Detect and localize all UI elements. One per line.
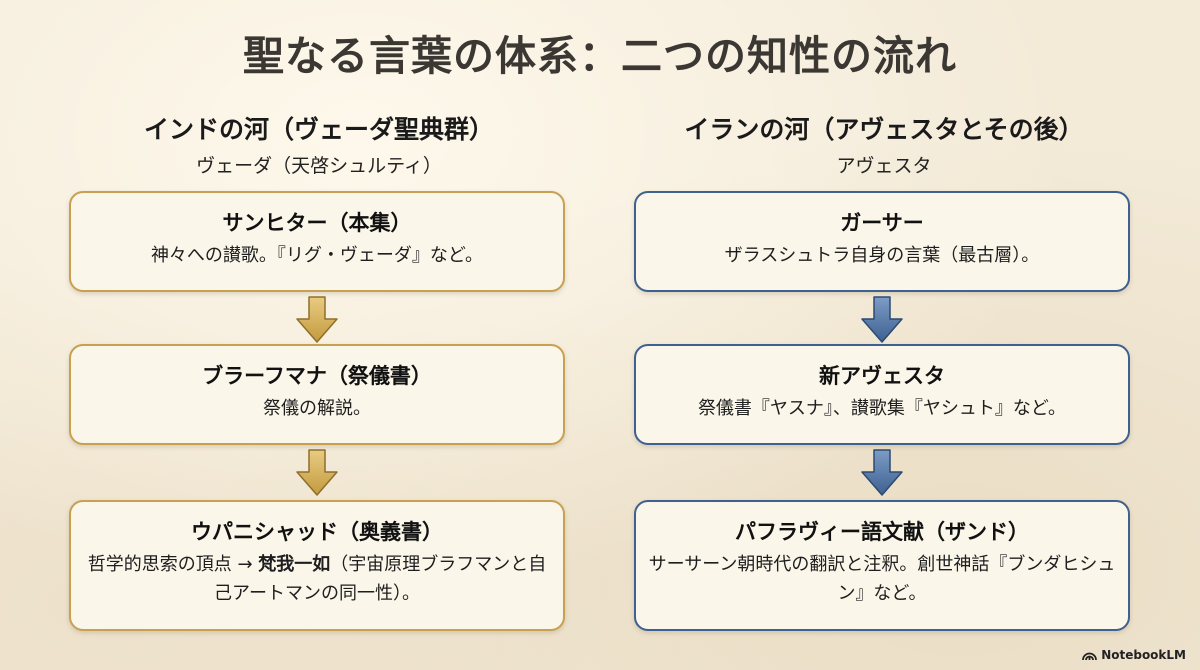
young-avesta-title: 新アヴェスタ	[819, 364, 945, 388]
arrow-down-icon	[861, 449, 903, 496]
brahmana-title: ブラーフマナ（祭儀書）	[202, 364, 432, 388]
upanishad-box: ウパニシャッド（奥義書） 哲学的思索の頂点 → 梵我一如（宇宙原理ブラフマンと自…	[69, 500, 565, 631]
arrow-down-icon	[296, 296, 338, 343]
india-heading: インドの河（ヴェーダ聖典群）	[143, 115, 494, 144]
samhita-box: サンヒター（本集） 神々への讃歌。『リグ・ヴェーダ』など。	[69, 191, 565, 292]
samhita-title: サンヒター（本集）	[222, 211, 412, 235]
iran-heading: イランの河（アヴェスタとその後）	[684, 115, 1084, 144]
gathas-title: ガーサー	[840, 211, 924, 235]
pahlavi-title: パフラヴィー語文献（ザンド）	[735, 520, 1029, 544]
brand-label: NotebookLM	[1101, 648, 1186, 662]
brahmana-text: 祭儀の解説。	[263, 398, 371, 419]
gathas-text: ザラスシュトラ自身の言葉（最古層）。	[724, 245, 1040, 266]
young-avesta-box: 新アヴェスタ 祭儀書『ヤスナ』、讃歌集『ヤシュト』など。	[634, 344, 1130, 445]
brahmana-box: ブラーフマナ（祭儀書） 祭儀の解説。	[69, 344, 565, 445]
pahlavi-text: サーサーン朝時代の翻訳と注釈。創世神話『ブンダヒシュン』など。	[648, 554, 1116, 604]
upanishad-text: 哲学的思索の頂点 → 梵我一如（宇宙原理ブラフマンと自己アートマンの同一性）。	[87, 554, 547, 604]
gathas-box: ガーサー ザラスシュトラ自身の言葉（最古層）。	[634, 191, 1130, 292]
young-avesta-text: 祭儀書『ヤスナ』、讃歌集『ヤシュト』など。	[697, 398, 1067, 419]
arrow-down-icon	[861, 296, 903, 343]
iran-subheading: アヴェスタ	[836, 155, 932, 177]
page-title: 聖なる言葉の体系：二つの知性の流れ	[243, 32, 957, 80]
brahman-atman-term: 梵我一如	[258, 554, 331, 575]
arrow-down-icon	[296, 449, 338, 496]
pahlavi-box: パフラヴィー語文献（ザンド） サーサーン朝時代の翻訳と注釈。創世神話『ブンダヒシ…	[634, 500, 1130, 631]
samhita-text: 神々への讃歌。『リグ・ヴェーダ』など。	[150, 245, 484, 266]
notebooklm-logo-icon	[1082, 652, 1098, 660]
upanishad-title: ウパニシャッド（奥義書）	[191, 520, 443, 544]
notebooklm-branding: NotebookLM	[1082, 648, 1186, 662]
india-subheading: ヴェーダ（天啓シュルティ）	[196, 155, 442, 177]
